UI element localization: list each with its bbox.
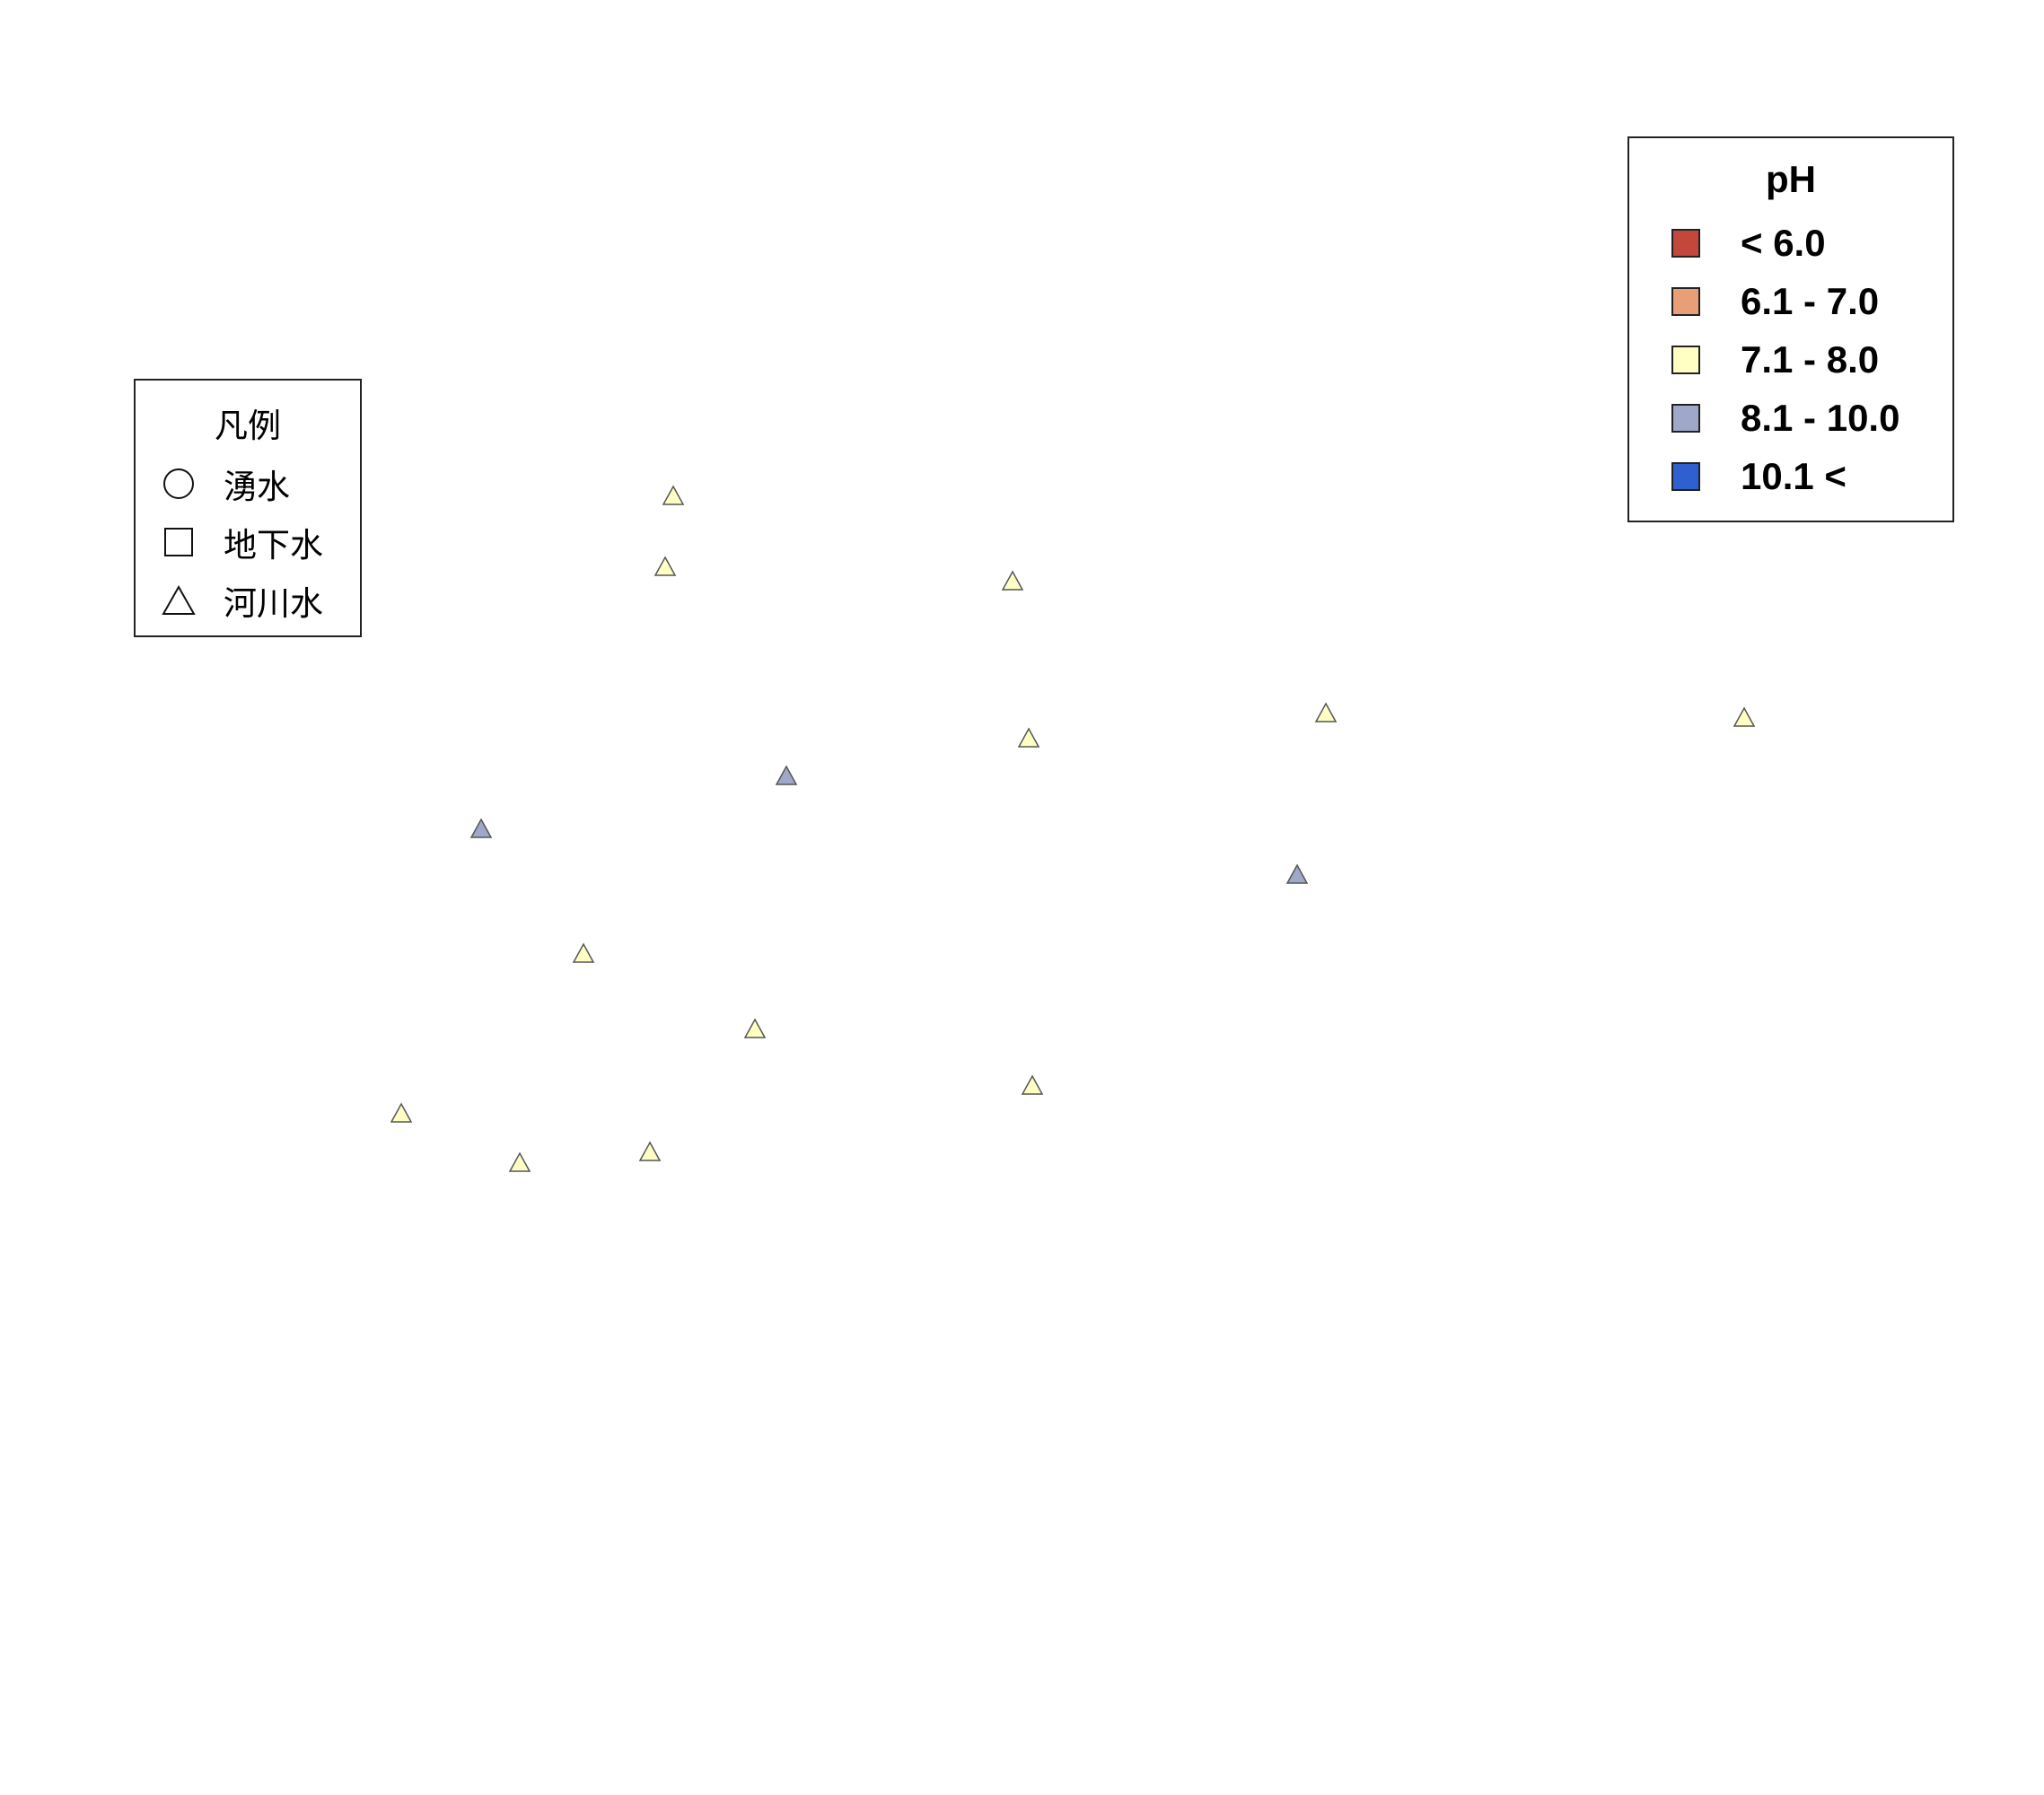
legend-label: 地下水	[224, 526, 323, 565]
color-swatch	[1671, 404, 1700, 433]
site-marker-river-water	[1001, 570, 1024, 591]
ph-class-label: 8.1 - 10.0	[1741, 397, 1900, 439]
ph-class-label: 6.1 - 7.0	[1741, 280, 1880, 322]
site-marker-river-water	[1285, 863, 1309, 884]
legend-item-groundwater: 地下水	[161, 520, 323, 565]
site-marker-river-water	[638, 1141, 662, 1161]
ph-class-3: 8.1 - 10.0	[1671, 396, 1899, 441]
legend-label: 河川水	[224, 584, 323, 623]
site-marker-river-water	[1733, 706, 1756, 727]
ph-class-label: 7.1 - 8.0	[1741, 338, 1880, 381]
ph-class-label: < 6.0	[1741, 222, 1826, 264]
color-swatch	[1671, 346, 1700, 374]
site-marker-river-water	[662, 485, 685, 505]
color-swatch	[1671, 229, 1700, 258]
site-marker-river-water	[572, 942, 595, 963]
site-marker-river-water	[775, 765, 798, 785]
ph-class-4: 10.1 <	[1671, 454, 1847, 499]
ph-class-0: < 6.0	[1671, 221, 1826, 266]
ph-class-2: 7.1 - 8.0	[1671, 337, 1879, 382]
ph-class-1: 6.1 - 7.0	[1671, 279, 1879, 324]
type-legend-title: 凡例	[215, 407, 281, 445]
legend-label: 湧水	[224, 468, 290, 506]
site-marker-river-water	[469, 818, 493, 838]
site-marker-river-water	[743, 1018, 767, 1038]
color-swatch	[1671, 287, 1700, 316]
site-marker-river-water	[1314, 702, 1338, 722]
site-marker-river-water	[508, 1151, 531, 1172]
site-marker-river-water	[654, 556, 677, 576]
site-marker-river-water	[1021, 1074, 1044, 1095]
triangle-icon	[161, 582, 197, 618]
circle-icon	[161, 466, 197, 502]
legend-item-spring: 湧水	[161, 461, 290, 506]
color-swatch	[1671, 462, 1700, 491]
sample-type-legend: 凡例 湧水 地下水 河川水	[134, 379, 362, 637]
ph-legend-title: pH	[1766, 158, 1816, 200]
ph-legend: pH < 6.0 6.1 - 7.0 7.1 - 8.0 8.1 - 10.0 10.1…	[1627, 136, 1954, 522]
site-marker-river-water	[1017, 727, 1040, 748]
square-icon	[161, 524, 197, 560]
site-marker-river-water	[390, 1102, 413, 1123]
ph-class-label: 10.1 <	[1741, 455, 1847, 497]
legend-item-river-water: 河川水	[161, 578, 323, 623]
